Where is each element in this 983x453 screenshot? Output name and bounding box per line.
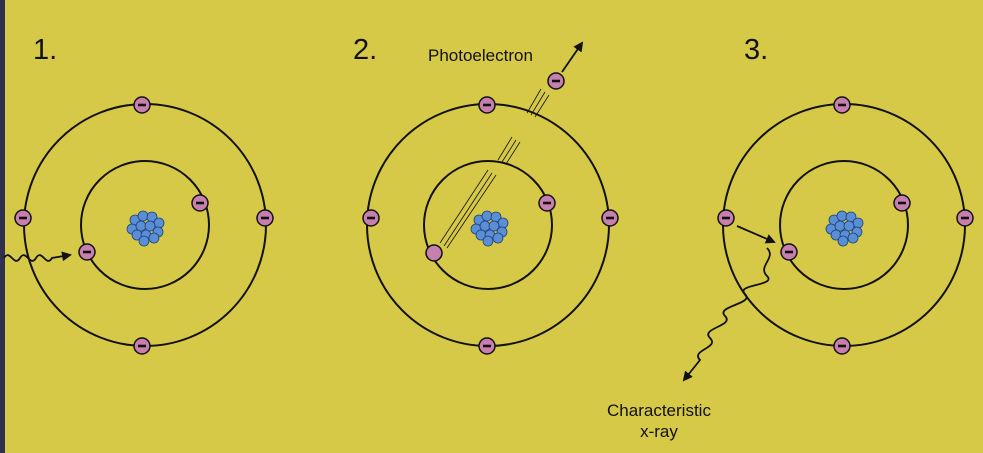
targeted-electron xyxy=(78,243,96,261)
electron xyxy=(478,337,496,355)
photoelectron xyxy=(547,72,565,90)
electron xyxy=(717,209,735,227)
inner-shell-3 xyxy=(779,160,909,290)
inner-shell-1 xyxy=(80,160,210,290)
electron xyxy=(956,209,974,227)
electron xyxy=(256,209,274,227)
filling-electron xyxy=(780,243,798,261)
characteristic-xray-wave xyxy=(682,247,771,382)
atom-panel-1 xyxy=(3,96,274,355)
nucleus-3 xyxy=(825,210,864,247)
step-1-label: 1. xyxy=(33,34,58,66)
transition-arrow xyxy=(736,225,776,244)
photoelectron-label: Photoelectron xyxy=(428,46,533,65)
electron xyxy=(133,96,151,114)
characteristic-label-line2: x-ray xyxy=(640,422,678,441)
electron xyxy=(833,96,851,114)
electron-trail xyxy=(439,88,550,249)
step-3-label: 3. xyxy=(744,34,769,66)
atom-panel-2 xyxy=(362,41,619,355)
step-2-label: 2. xyxy=(353,34,378,66)
electron xyxy=(601,209,619,227)
electron xyxy=(362,209,380,227)
characteristic-xray-label: Characteristic x-ray xyxy=(594,400,724,442)
vacancy-hole xyxy=(425,244,443,262)
inner-shell-2 xyxy=(423,160,553,290)
electron xyxy=(133,337,151,355)
electron xyxy=(893,194,911,212)
characteristic-label-line1: Characteristic xyxy=(607,401,711,420)
electron xyxy=(191,194,209,212)
nucleus-1 xyxy=(126,210,165,247)
photoelectron-arrow xyxy=(561,41,584,73)
atom-panel-3 xyxy=(682,96,974,382)
electron xyxy=(14,209,32,227)
electron xyxy=(478,96,496,114)
nucleus-2 xyxy=(470,210,509,247)
electron xyxy=(833,337,851,355)
incident-photon-wave xyxy=(3,251,72,262)
electron xyxy=(538,194,556,212)
